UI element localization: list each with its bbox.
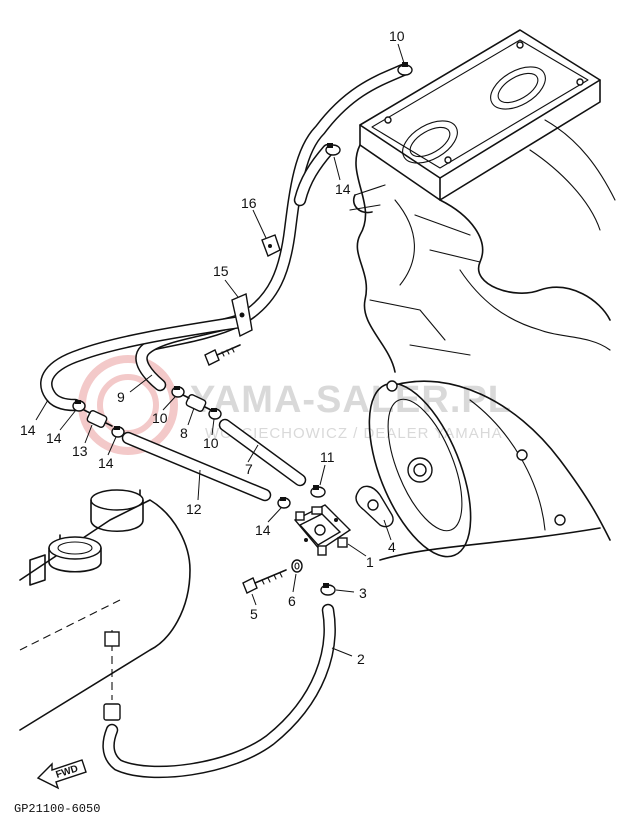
callout-5: 5 <box>250 606 258 622</box>
watermark-dealer: WOJCIECHOWICZ / DEALER YAMAHA <box>205 425 503 442</box>
callout-14-lower: 14 <box>255 522 271 538</box>
callout-10-mid: 10 <box>152 410 168 426</box>
callout-2: 2 <box>357 651 365 667</box>
callout-13: 14 <box>20 422 36 438</box>
hose-clamp-3 <box>320 583 336 596</box>
callout-14-mid: 14 <box>98 455 114 471</box>
callout-3: 3 <box>359 585 367 601</box>
watermark: YAMA-SALER.PL WOJCIECHOWICZ / DEALER YAM… <box>78 355 512 455</box>
fuel-tank <box>19 489 191 731</box>
gasket-4 <box>355 485 394 528</box>
hose-clamp-14-left <box>72 400 86 412</box>
fuel-filter-12 <box>83 409 113 428</box>
hose-clamp-10-top <box>397 62 413 76</box>
hose-clamp-10-lower <box>310 485 326 498</box>
callout-12: 13 <box>72 443 88 459</box>
hose-clamp-10-right <box>208 408 222 420</box>
callout-15: 15 <box>213 263 229 279</box>
bolt-5 <box>242 569 287 594</box>
hose-14-vertical <box>293 143 335 207</box>
diagram-code: GP21100-6050 <box>14 802 100 816</box>
hose-clamp-10-mid <box>171 386 185 398</box>
hose-11 <box>121 431 272 502</box>
hose-clamp-14-lower <box>277 497 291 509</box>
callout-16: 16 <box>241 195 257 211</box>
bracket-16 <box>261 234 281 257</box>
hose-clamp-14-top <box>325 143 341 156</box>
callout-10-top: 10 <box>389 28 405 44</box>
callout-14-top: 14 <box>335 181 351 197</box>
callout-6: 6 <box>288 593 296 609</box>
callout-9: 9 <box>117 389 125 405</box>
callout-8: 8 <box>180 425 188 441</box>
engine-block <box>349 29 616 561</box>
bracket-15 <box>231 293 253 338</box>
hose-13 <box>40 315 247 412</box>
fuel-pump-1 <box>293 504 352 556</box>
bolt-upper <box>204 344 241 366</box>
callout-11: 12 <box>186 501 202 517</box>
callout-10-lower: 11 <box>320 449 335 465</box>
hose-2 <box>102 603 336 779</box>
callout-1: 1 <box>366 554 374 570</box>
callout-14-left: 14 <box>46 430 62 446</box>
callout-7: 7 <box>245 461 253 477</box>
fwd-arrow: FWD <box>36 759 87 790</box>
callouts: 10 14 16 15 9 14 14 13 14 10 8 10 7 12 1… <box>20 28 405 667</box>
washer-6 <box>291 559 303 573</box>
callout-10-right: 10 <box>203 435 219 451</box>
callout-leaders <box>35 43 405 657</box>
callout-4: 4 <box>388 539 396 555</box>
hose-clamp-14-mid <box>111 426 125 438</box>
watermark-brand: YAMA-SALER.PL <box>190 379 512 421</box>
hose-7 <box>218 418 307 487</box>
